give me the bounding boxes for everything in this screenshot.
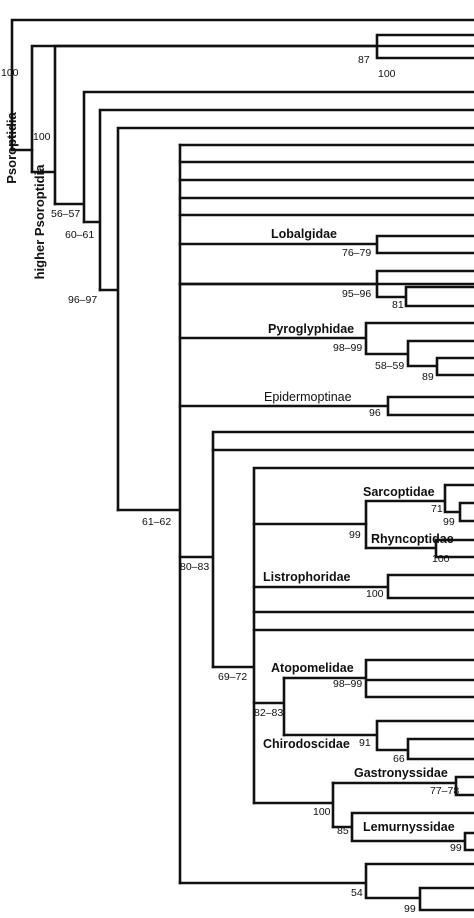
branch-gl-node xyxy=(252,781,335,829)
support-value: 80–83 xyxy=(180,561,209,573)
support-value: 98–99 xyxy=(333,678,362,690)
support-value: 77–78 xyxy=(430,785,459,797)
branch-54 xyxy=(178,862,474,912)
tree-branches xyxy=(10,18,474,912)
branch-atopomelidae xyxy=(282,658,474,699)
support-value: 69–72 xyxy=(218,671,247,683)
support-value: 100 xyxy=(378,68,396,80)
family-label-atopomelidae: Atopomelidae xyxy=(271,661,354,675)
group-label-higher-psoroptidia: higher Psoroptidia xyxy=(32,164,47,280)
support-value: 96–97 xyxy=(68,294,97,306)
branch-lobalgidae xyxy=(178,234,474,255)
support-value: 99 xyxy=(450,842,462,854)
branch-61-62 xyxy=(116,143,182,885)
branch-chirodoscidae xyxy=(282,719,474,761)
support-value: 98–99 xyxy=(333,342,362,354)
family-label-chirodoscidae: Chirodoscidae xyxy=(263,737,350,751)
branch-pyroglyphidae xyxy=(178,321,474,377)
branch-listrophoridae xyxy=(252,573,474,600)
branch-69-72 xyxy=(211,448,474,805)
support-value: 60–61 xyxy=(65,229,94,241)
branch-clade-top xyxy=(30,33,474,206)
branch-sarcoptidae xyxy=(364,483,474,550)
support-value: 82–83 xyxy=(254,707,283,719)
support-value: 99 xyxy=(404,903,416,915)
branch-lemurnyssidae xyxy=(331,811,474,852)
support-value: 100 xyxy=(33,131,51,143)
support-value: 95–96 xyxy=(342,288,371,300)
support-value: 58–59 xyxy=(375,360,404,372)
family-label-lemurnyssidae: Lemurnyssidae xyxy=(363,820,455,834)
support-value: 100 xyxy=(366,588,384,600)
family-label-lobalgidae: Lobalgidae xyxy=(271,227,337,241)
support-value: 56–57 xyxy=(51,208,80,220)
group-label-psoroptidia: Psoroptidia xyxy=(4,111,19,183)
support-value: 76–79 xyxy=(342,247,371,259)
support-value: 91 xyxy=(359,737,371,749)
support-value: 71 xyxy=(431,503,443,515)
support-value: 66 xyxy=(393,753,405,765)
support-value: 85 xyxy=(337,825,349,837)
family-label-pyroglyphidae: Pyroglyphidae xyxy=(268,322,354,336)
support-value: 100 xyxy=(432,553,450,565)
support-value: 61–62 xyxy=(142,516,171,528)
branch-80-83 xyxy=(178,430,474,669)
branch-82-83 xyxy=(252,676,286,737)
family-label-epidermoptinae: Epidermoptinae xyxy=(264,390,352,404)
family-label-sarcoptidae: Sarcoptidae xyxy=(363,485,435,499)
support-value: 99 xyxy=(349,529,361,541)
support-value: 100 xyxy=(1,67,19,79)
support-value: 99 xyxy=(443,516,455,528)
support-value: 54 xyxy=(351,887,363,899)
support-value: 89 xyxy=(422,371,434,383)
branch-higher-psoroptidia xyxy=(53,90,474,224)
branch-rhyncoptidae xyxy=(364,538,474,559)
family-label-listrophoridae: Listrophoridae xyxy=(263,570,351,584)
branch-60-61 xyxy=(82,108,474,292)
support-value: 87 xyxy=(358,54,370,66)
branch-95-96 xyxy=(178,269,474,308)
branch-root xyxy=(10,18,474,152)
branch-gastronyssidae xyxy=(331,775,474,797)
branch-epidermoptinae xyxy=(178,395,474,417)
branch-96-97 xyxy=(98,126,474,512)
family-label-gastronyssidae: Gastronyssidae xyxy=(354,766,448,780)
support-value: 96 xyxy=(369,407,381,419)
support-value: 100 xyxy=(313,806,331,818)
family-label-rhyncoptidae: Rhyncoptidae xyxy=(371,532,454,546)
support-value: 81 xyxy=(392,299,404,311)
